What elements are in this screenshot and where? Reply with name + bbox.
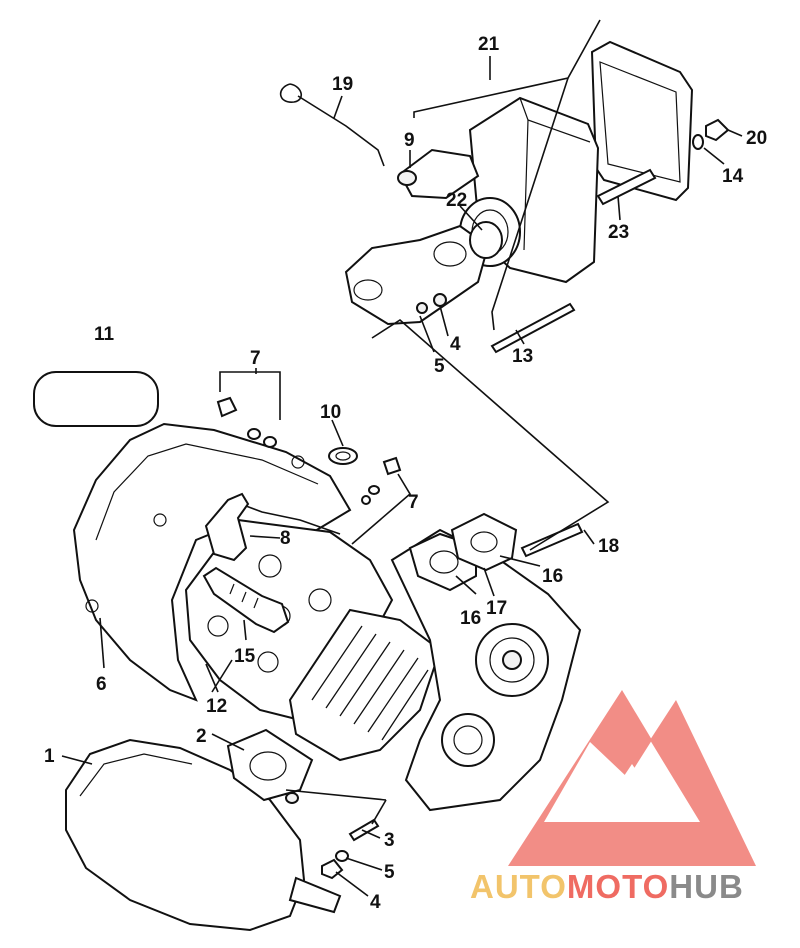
screw-7a [216, 396, 238, 418]
callout-10: 10 [320, 402, 341, 423]
carburetor [344, 224, 490, 326]
grommet-10 [328, 447, 358, 465]
gasket-22 [469, 221, 503, 259]
washer-14 [692, 134, 704, 150]
watermark-inner-triangle-icon [608, 764, 660, 806]
watermark-hub: HUB [669, 868, 744, 905]
callout-6: 6 [96, 674, 107, 695]
stud-18 [520, 522, 584, 558]
spark-plug-boot [204, 492, 250, 562]
callout-7a: 7 [250, 348, 261, 369]
watermark-text: AUTOMOTOHUB [470, 868, 744, 905]
watermark-auto: AUTO [470, 868, 567, 905]
callout-11: 11 [94, 324, 115, 345]
callout-8: 8 [280, 528, 291, 549]
callout-7b: 7 [408, 492, 419, 513]
callout-16b: 16 [460, 608, 481, 629]
engine-assembly [33, 371, 584, 932]
callout-15: 15 [234, 646, 256, 667]
spark-plug [202, 566, 290, 634]
callout-labels: 1 2 3 5 4 6 12 15 8 11 7 10 7 18 16 16 1… [44, 34, 767, 913]
callout-4b: 4 [370, 892, 381, 913]
callout-19: 19 [332, 74, 353, 95]
watermark-moto: MOTO [567, 868, 669, 905]
nut-20 [705, 118, 730, 142]
screw-7b [382, 456, 402, 476]
cooling-fins [288, 608, 442, 762]
callout-23: 23 [608, 222, 629, 243]
rod-23 [596, 168, 657, 206]
callout-14: 14 [722, 166, 744, 187]
air-cleaner-assembly [279, 40, 730, 354]
bracket [398, 148, 480, 200]
stud-3 [348, 818, 380, 842]
callout-5a: 5 [434, 356, 445, 377]
callout-2: 2 [196, 726, 207, 747]
dipstick-19 [279, 83, 385, 167]
air-cleaner-cover [590, 40, 694, 202]
exhaust-gasket [226, 728, 314, 802]
callout-5b: 5 [384, 862, 395, 883]
callout-13: 13 [512, 346, 533, 367]
callout-20: 20 [746, 128, 767, 149]
callout-3: 3 [384, 830, 395, 851]
watermark-logo [508, 690, 756, 866]
callout-22: 22 [446, 190, 467, 211]
callout-17: 17 [486, 598, 507, 619]
callout-18: 18 [598, 536, 619, 557]
muffler-outlet [288, 876, 342, 914]
muffler [65, 738, 306, 932]
watermark-triangle-icon [508, 690, 756, 866]
callout-4a: 4 [450, 334, 461, 355]
leader-lines [61, 19, 743, 897]
callout-16a: 16 [542, 566, 563, 587]
decal-11 [33, 371, 159, 427]
callout-1: 1 [44, 746, 55, 767]
nut-4b [321, 858, 344, 880]
stud-13 [490, 302, 576, 354]
callout-21: 21 [478, 34, 500, 55]
callout-9: 9 [404, 130, 415, 151]
callout-12: 12 [206, 696, 227, 717]
washer-5b [335, 850, 349, 862]
